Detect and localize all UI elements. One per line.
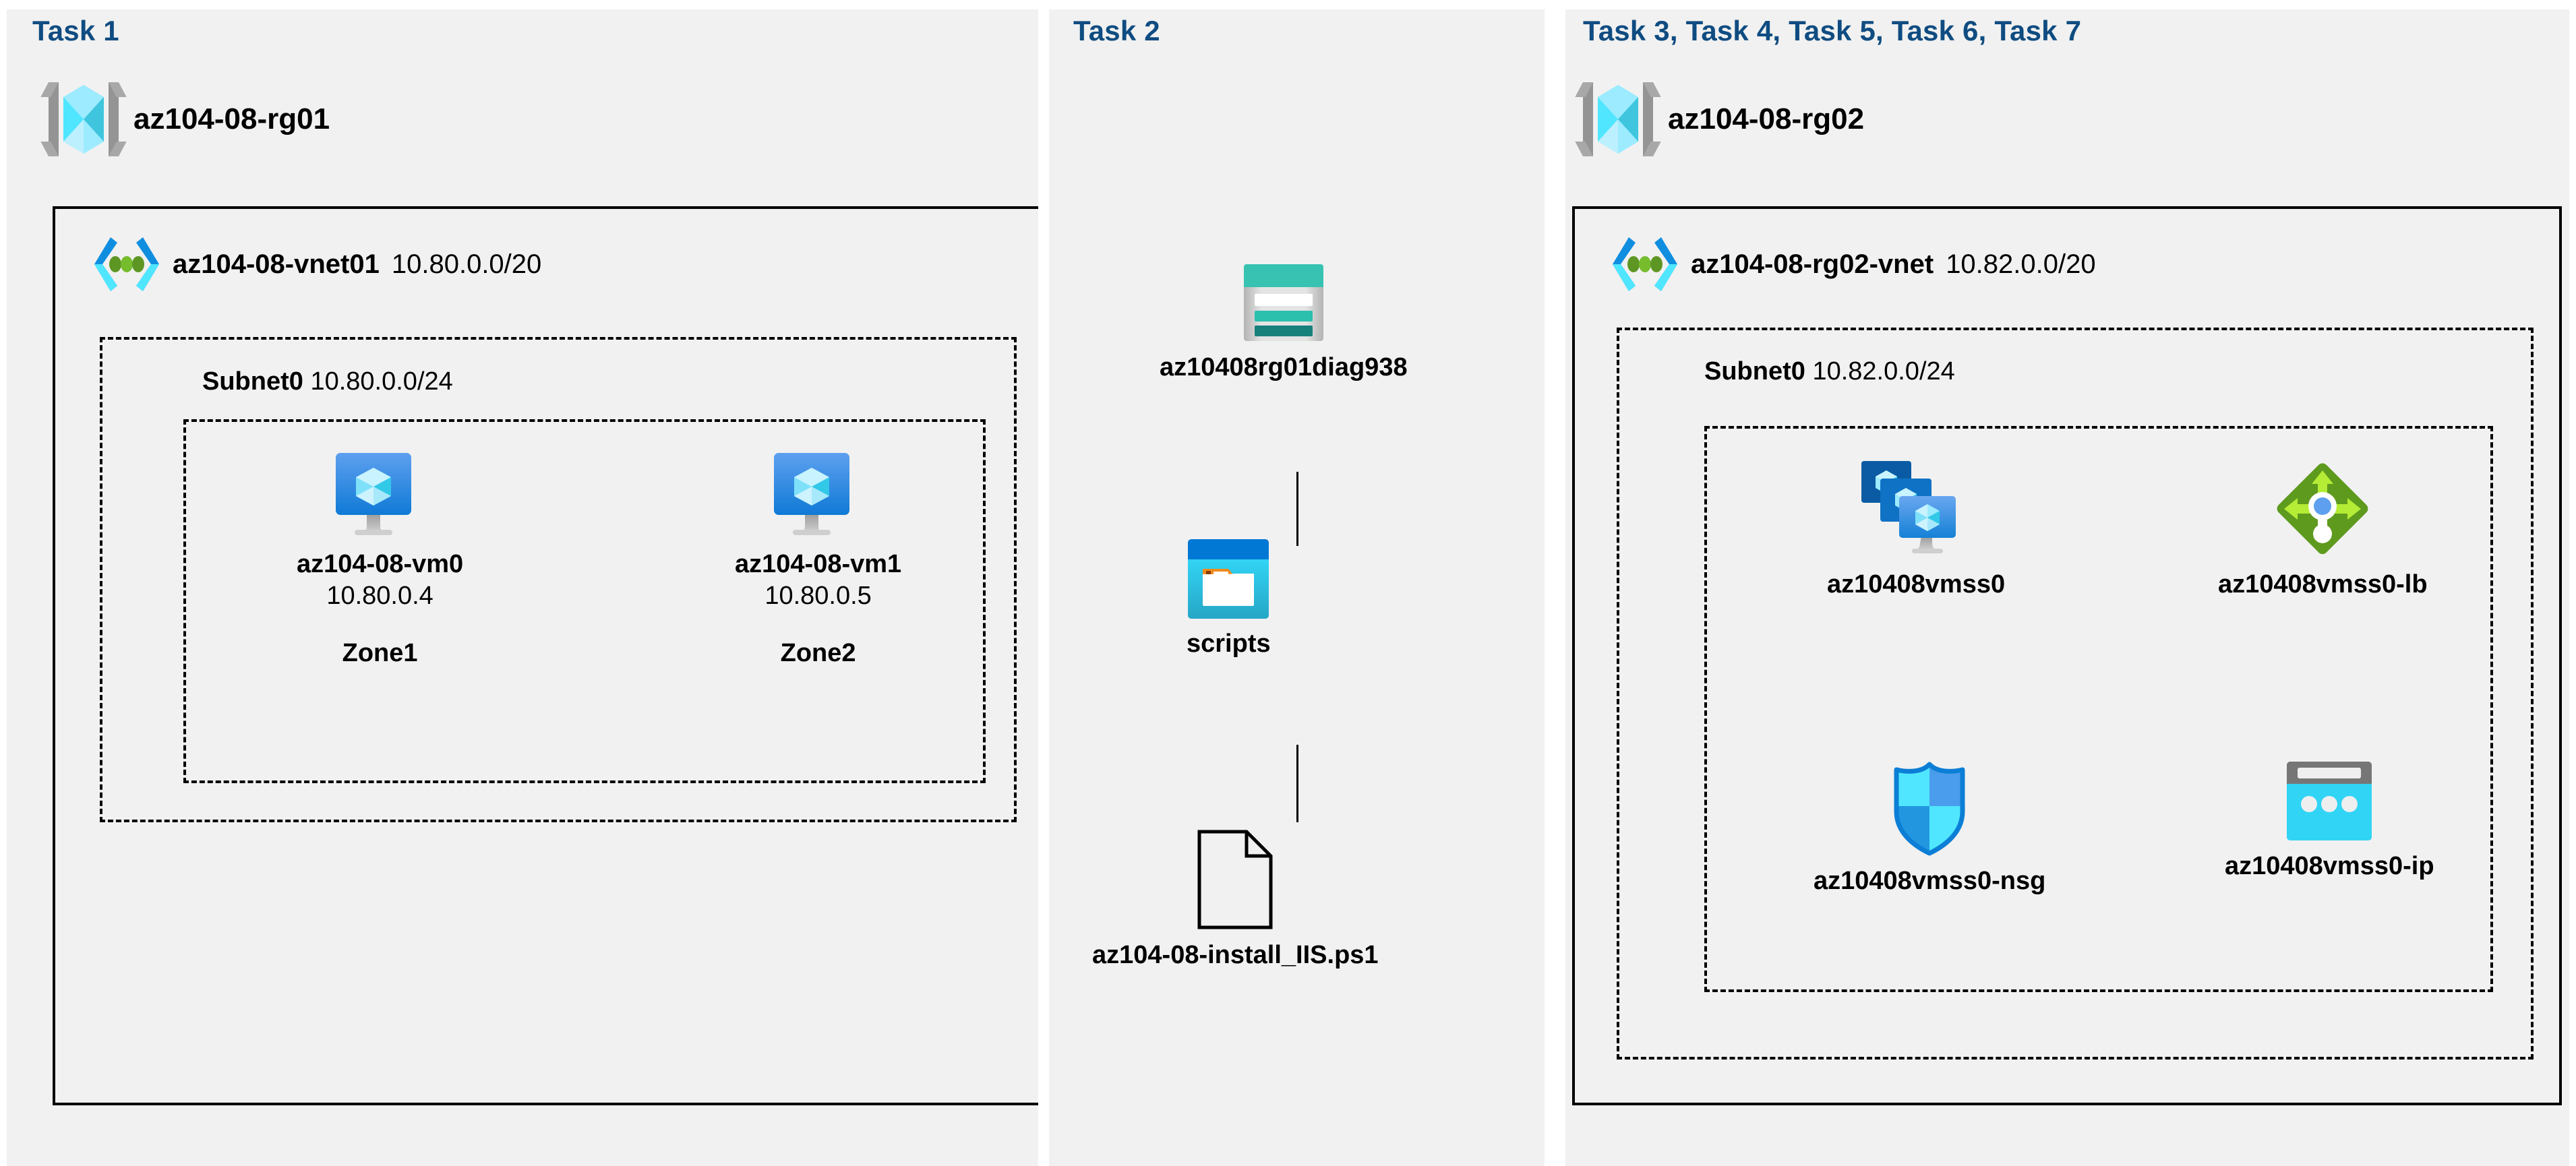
vnet02-name: az104-08-rg02-vnet (1691, 249, 1934, 279)
storage-account-icon (1242, 263, 1325, 342)
blob-container-icon (1188, 539, 1269, 619)
load-balancer-name: az10408vmss0-lb (2218, 570, 2428, 599)
script-file-icon (1195, 829, 1275, 930)
vnet02-cidr: 10.82.0.0/20 (1946, 249, 2096, 279)
storage-account-name: az10408rg01diag938 (1160, 353, 1408, 381)
panel-gutter (1545, 0, 1565, 1166)
page-margin (0, 0, 7, 1166)
vm0-ip: 10.80.0.4 (326, 582, 433, 610)
subnet0-name-task37: Subnet0 (1704, 357, 1805, 386)
subnet0-label-task37: Subnet0 10.82.0.0/24 (1704, 357, 1955, 386)
virtual-network-icon (93, 236, 160, 293)
subnet0-cidr-task1: 10.80.0.0/24 (310, 367, 453, 396)
blob-container-node: scripts (1187, 539, 1271, 658)
page-margin (2569, 0, 2576, 1166)
vm0-zone: Zone1 (342, 639, 418, 667)
subnet0-name-task1: Subnet0 (202, 367, 303, 396)
script-file-node: az104-08-install_IIS.ps1 (1092, 829, 1379, 970)
vnet02-boundary (1572, 206, 2562, 1105)
vm-node-az104-08-vm1: az104-08-vm1 10.80.0.5 Zone2 (735, 452, 901, 668)
vnet01-cidr: 10.80.0.0/20 (391, 249, 542, 279)
vnet02-label-row: az104-08-rg02-vnet 10.82.0.0/20 (1611, 236, 2096, 293)
resource-group-icon (1583, 82, 1653, 156)
subnet0-boundary-task37 (1617, 328, 2534, 1060)
task3-7-heading: Task 3, Task 4, Task 5, Task 6, Task 7 (1583, 15, 2082, 47)
vm1-ip: 10.80.0.5 (765, 582, 872, 610)
resource-group-rg01: az104-08-rg01 (49, 82, 330, 156)
vm-scale-set-icon (1859, 458, 1973, 559)
vm1-name: az104-08-vm1 (735, 550, 902, 578)
task2-heading: Task 2 (1073, 15, 1160, 47)
script-file-name: az104-08-install_IIS.ps1 (1092, 941, 1379, 969)
vmss-name: az10408vmss0 (1827, 570, 2006, 599)
network-security-group-icon (1890, 762, 1969, 856)
connector-storage-to-container (1296, 472, 1298, 546)
vm-node-az104-08-vm0: az104-08-vm0 10.80.0.4 Zone1 (297, 452, 463, 668)
virtual-machine-icon (334, 452, 426, 539)
availability-zones-boundary (183, 419, 986, 783)
virtual-network-icon (1611, 236, 1679, 293)
subnet0-label-task1: Subnet0 10.80.0.0/24 (202, 367, 453, 396)
vm1-zone: Zone2 (780, 639, 856, 667)
vm0-name: az104-08-vm0 (297, 550, 464, 578)
task37-panel (1565, 9, 2569, 1166)
vm-scale-set-node: az10408vmss0 (1827, 458, 2005, 599)
subnet0-boundary-task1 (100, 337, 1017, 822)
panel-gutter (1038, 0, 1049, 1166)
resource-group-icon (49, 82, 119, 156)
blob-container-name: scripts (1187, 630, 1271, 658)
load-balancer-icon (2272, 458, 2373, 559)
connector-container-to-file (1296, 745, 1298, 822)
public-ip-name: az10408vmss0-ip (2225, 852, 2434, 880)
page-margin (0, 0, 2576, 9)
subnet0-cidr-task37: 10.82.0.0/24 (1812, 357, 1955, 386)
vmss-resources-boundary (1704, 426, 2493, 992)
nsg-name: az10408vmss0-nsg (1814, 867, 2046, 895)
vnet01-label-row: az104-08-vnet01 10.80.0.0/20 (93, 236, 541, 293)
public-ip-address-node: az10408vmss0-ip (2225, 762, 2434, 881)
resource-group-rg02: az104-08-rg02 (1583, 82, 1864, 156)
load-balancer-node: az10408vmss0-lb (2218, 458, 2428, 599)
network-security-group-node: az10408vmss0-nsg (1814, 762, 2045, 896)
virtual-machine-icon (773, 452, 864, 539)
task1-heading: Task 1 (32, 15, 119, 47)
public-ip-address-icon (2287, 762, 2372, 841)
storage-account-node: az10408rg01diag938 (1160, 263, 1408, 382)
vnet01-name: az104-08-vnet01 (173, 249, 380, 279)
task1-panel (7, 9, 1038, 1166)
resource-group-label: az104-08-rg01 (133, 102, 330, 135)
resource-group-label: az104-08-rg02 (1668, 102, 1865, 135)
task2-panel-overlay (1049, 9, 1545, 1166)
